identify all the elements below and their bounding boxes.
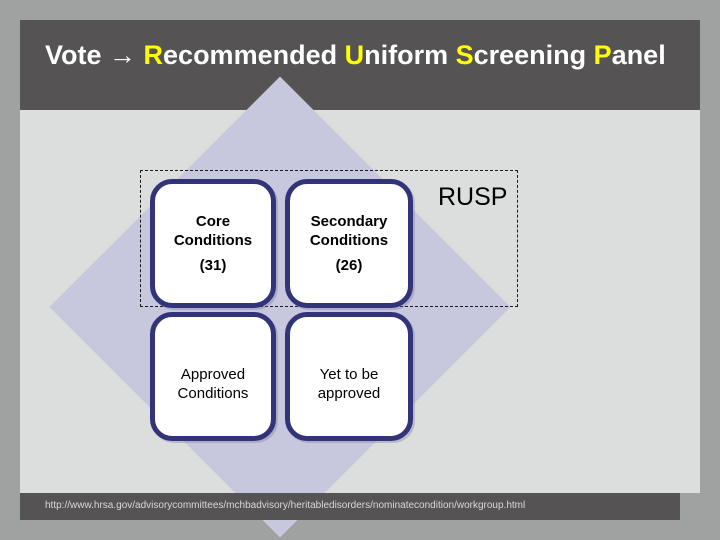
- node-secondary-conditions-count: (26): [335, 257, 363, 274]
- source-url-text: http://www.hrsa.gov/advisorycommittees/m…: [45, 500, 526, 511]
- slide-footer-bar: [20, 493, 680, 520]
- page-title: Vote → Recommended Uniform Screening Pan…: [45, 40, 666, 70]
- rusp-group-label: RUSP: [438, 183, 508, 211]
- node-core-conditions-count: (31): [199, 257, 227, 274]
- slide-header-bar: [20, 20, 700, 110]
